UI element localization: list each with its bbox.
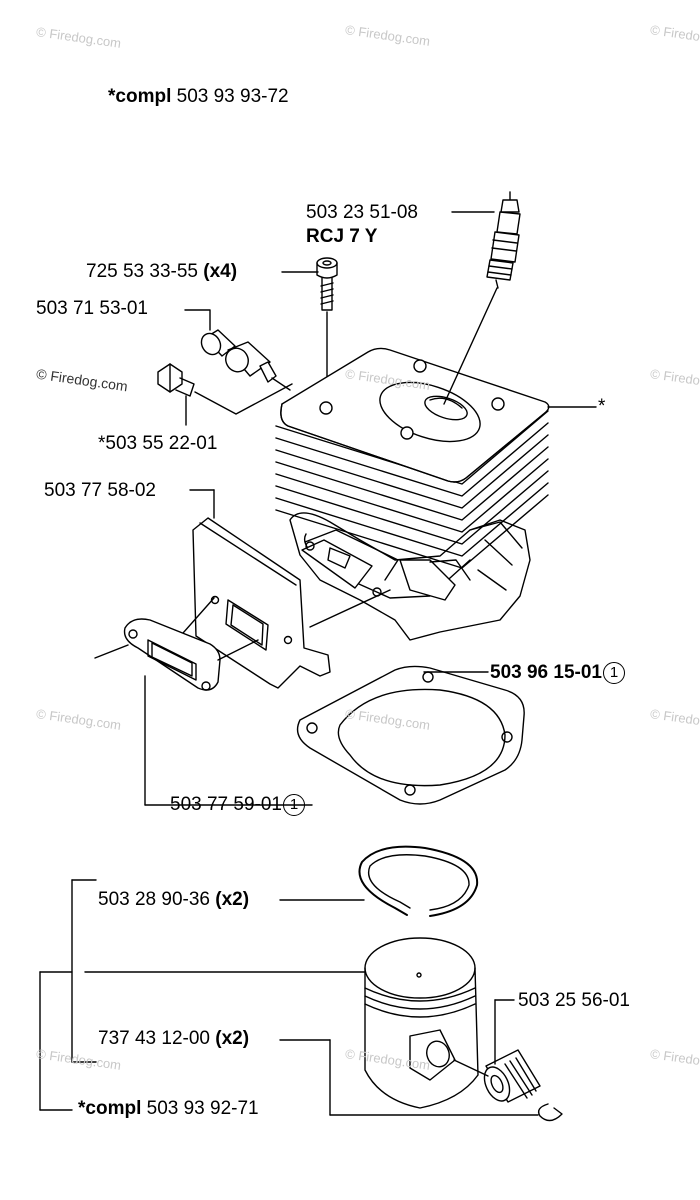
- part-number: 503 96 15-01: [490, 662, 602, 683]
- quantity: (x2): [215, 889, 250, 910]
- valve-drawing: [184, 309, 291, 391]
- bearing-drawing: [453, 999, 541, 1103]
- bearing-label: 503 25 56-01: [518, 990, 630, 1012]
- footnote-circle: 1: [283, 794, 305, 816]
- plug-nut-label: *503 55 22-01: [98, 433, 217, 455]
- spark-plug-label: 503 23 51-08: [306, 202, 418, 224]
- plug-nut-drawing: [157, 363, 293, 426]
- part-number: 725 53 33-55: [86, 261, 198, 282]
- cylinder-marker: *: [598, 396, 605, 418]
- part-number: 737 43 12-00: [98, 1028, 210, 1049]
- footnote-circle: 1: [603, 662, 625, 684]
- part-number: 503 93 92-71: [146, 1098, 259, 1119]
- part-number: 503 71 53-01: [36, 298, 148, 319]
- quantity: (x2): [215, 1028, 250, 1049]
- part-number: 503 28 90-36: [98, 889, 210, 910]
- asterisk: *: [598, 396, 606, 417]
- spark-plug-type-text: RCJ 7 Y: [306, 226, 378, 247]
- spark-plug-drawing: [486, 191, 521, 289]
- assembly-bracket: [39, 879, 97, 1111]
- assembly-top-label: *compl 503 93 93-72: [108, 86, 289, 108]
- part-number: 503 77 59-01: [170, 794, 282, 815]
- piston-ring-label: 503 28 90-36 (x2): [98, 889, 249, 911]
- screw-label: 725 53 33-55 (x4): [86, 261, 237, 283]
- part-number: 503 25 56-01: [518, 990, 630, 1011]
- part-number: 503 77 58-02: [44, 480, 156, 501]
- part-number: *503 55 22-01: [98, 433, 218, 454]
- spark-plug-type: RCJ 7 Y: [306, 226, 377, 248]
- piston-drawing: [84, 937, 479, 1109]
- circlip-label: 737 43 12-00 (x2): [98, 1028, 249, 1050]
- circlip-drawing: [279, 1039, 563, 1122]
- valve-label: 503 71 53-01: [36, 298, 148, 320]
- part-number: 503 93 93-72: [176, 86, 289, 107]
- part-number: 503 23 51-08: [306, 202, 418, 223]
- piston-ring-drawing: [279, 845, 479, 917]
- quantity: (x4): [203, 261, 238, 282]
- cylinder-drawing: [275, 287, 597, 641]
- cylinder-gasket-drawing: [296, 665, 525, 805]
- plate-label: 503 77 58-02: [44, 480, 156, 502]
- assembly-bottom-label: *compl 503 93 92-71: [78, 1098, 259, 1120]
- compl-prefix: *compl: [108, 86, 172, 107]
- compl-prefix: *compl: [78, 1098, 142, 1119]
